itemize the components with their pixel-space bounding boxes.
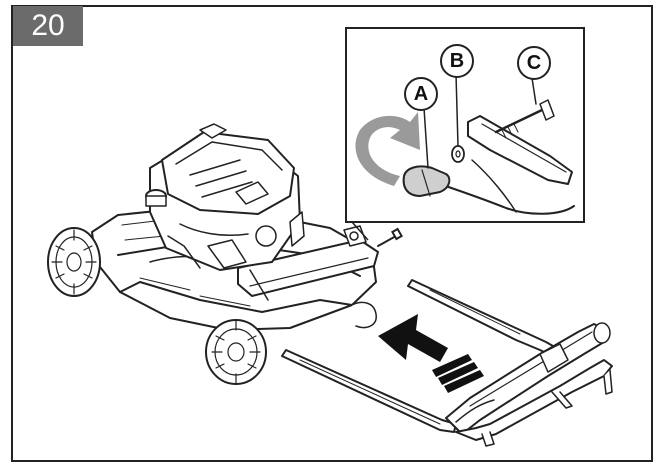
callout-a: A [404,77,438,111]
callout-c: C [517,46,551,80]
callout-b: B [440,44,474,78]
handle-assembly [281,279,613,447]
push-direction-arrow [378,314,484,393]
inset-leader-line [351,221,369,241]
bolt-part [494,108,544,134]
step-number-badge: 20 [13,6,83,46]
knob-part [402,165,451,197]
detail-inset-drawing [402,73,575,215]
rotation-arrow [355,112,420,186]
figure-frame [11,5,653,462]
lawn-mower [47,123,379,385]
bolt-placement [377,227,403,247]
